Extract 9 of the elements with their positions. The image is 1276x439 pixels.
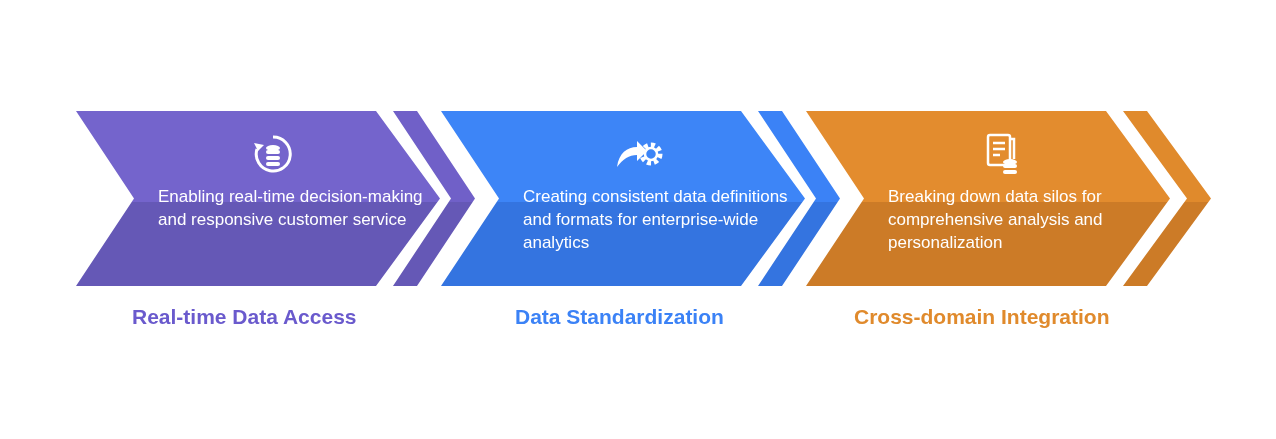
chevron-arrow [393,111,475,286]
step-title: Data Standardization [515,305,724,329]
description-text: Breaking down data silos for comprehensive analysis and personalization [888,186,1104,254]
chevron-arrow [1123,111,1211,286]
description-text: Creating consistent data definitions and formats for enterprise-wide analytics [523,186,788,254]
chevron-arrow [758,111,840,286]
step-title: Real-time Data Access [132,305,357,329]
description-text: Enabling real-time decision-making and responsive customer service [158,186,423,231]
step-title: Cross-domain Integration [854,305,1110,329]
